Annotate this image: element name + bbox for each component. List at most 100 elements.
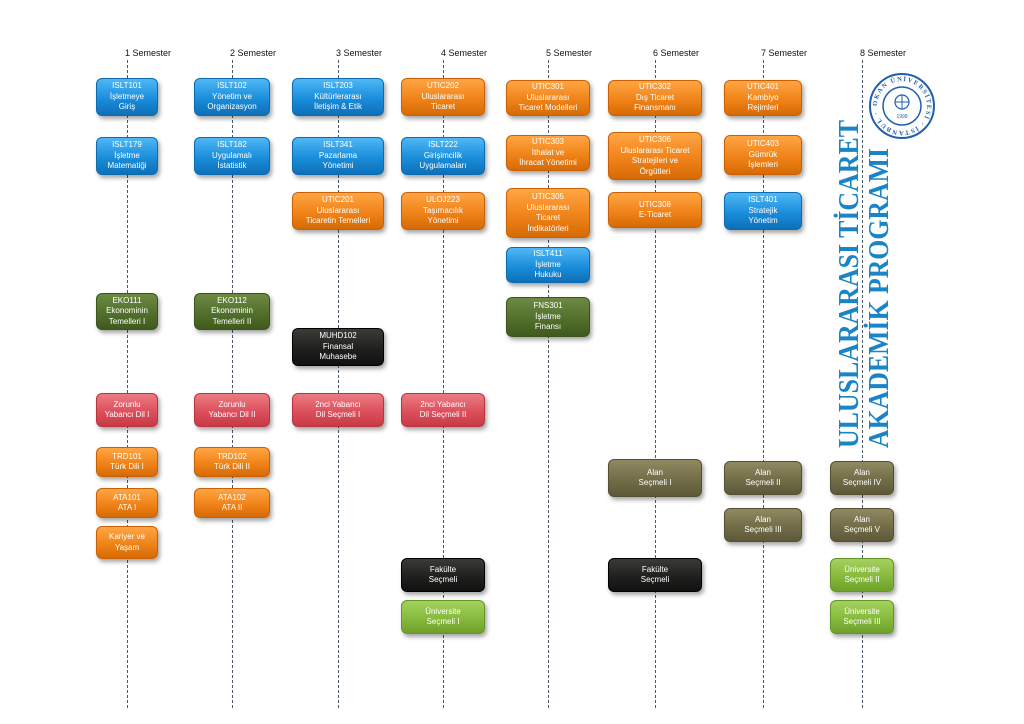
course-line: İstatistik — [217, 161, 247, 171]
semester-label-2: 2 Semester — [230, 48, 277, 58]
program-title-line1: ULUSLARARASI TİCARET — [834, 120, 865, 448]
course-line: Uluslararası — [526, 92, 570, 102]
course-line: UTIC202 — [426, 81, 459, 91]
course-line: Kariyer ve — [108, 532, 145, 541]
course-line: İndikatörleri — [527, 223, 569, 233]
course-line: Finansal — [322, 341, 354, 351]
course-line: 2nci Yabancı — [315, 399, 361, 409]
course-line: Uluslararası Ticaret — [620, 145, 690, 155]
course-line: Uluslararası — [316, 205, 360, 215]
course-line: Alan — [853, 467, 870, 477]
course-line: Finansı — [534, 322, 562, 332]
course-line: UTIC306 — [638, 135, 671, 144]
course-line: MUHD102 — [319, 331, 357, 341]
course-line: ISLT182 — [217, 140, 247, 150]
course-line: UTIC201 — [321, 195, 354, 205]
course-line: Türk Dili II — [214, 462, 250, 471]
program-title-line2: AKADEMİK PROGRAMI — [864, 148, 895, 448]
program-title: ULUSLARARASI TİCARET AKADEMİK PROGRAMI — [822, 110, 912, 450]
course-line: Yaşam — [114, 542, 140, 552]
course-line: Stratejik — [748, 205, 778, 215]
semester-timeline-2 — [232, 60, 233, 708]
course-line: ULOJ223 — [426, 195, 460, 205]
course-line: Seçmeli I — [638, 478, 672, 487]
course-line: Üniversite — [425, 606, 461, 616]
course-line: Örgütleri — [639, 166, 671, 176]
course-line: ISLT102 — [217, 81, 247, 91]
course-line: İletişim & Etik — [313, 102, 362, 112]
course-line: Matematiği — [107, 161, 147, 171]
course-line: Hukuku — [534, 270, 562, 280]
course-line: İhracat Yönetimi — [519, 158, 577, 168]
course-line: UTIC302 — [638, 82, 671, 92]
course-line: Seçmeli III — [843, 617, 881, 626]
course-line: Kültürlerarası — [314, 91, 362, 101]
course-line: Seçmeli V — [843, 525, 880, 534]
course-line: Pazarlama — [318, 150, 358, 160]
course-line: Yönetim ve — [211, 91, 253, 101]
course-line: Ticaret — [430, 102, 456, 112]
course-line: Alan — [853, 514, 870, 524]
course-line: UTIC305 — [531, 192, 564, 201]
semester-label-1: 1 Semester — [125, 48, 172, 58]
course-line: 2nci Yabancı — [420, 399, 466, 409]
course-line: Uygulamaları — [419, 161, 467, 171]
course-line: Temelleri II — [212, 316, 252, 326]
semester-label-5: 5 Semester — [546, 48, 593, 58]
course-line: Yönetimi — [427, 216, 459, 226]
course-line: ISLT401 — [748, 195, 778, 205]
semester-timeline-8 — [862, 60, 863, 708]
course-line: Gümrük — [748, 149, 778, 159]
course-line: UTIC403 — [746, 139, 779, 149]
course-line: Organizasyon — [207, 102, 257, 112]
course-line: Ekonominin — [211, 306, 253, 316]
semester-timeline-3 — [338, 60, 339, 708]
course-line: Seçmeli — [428, 575, 458, 584]
semester-label-3: 3 Semester — [336, 48, 383, 58]
course-line: Taşımacılık — [422, 205, 463, 215]
